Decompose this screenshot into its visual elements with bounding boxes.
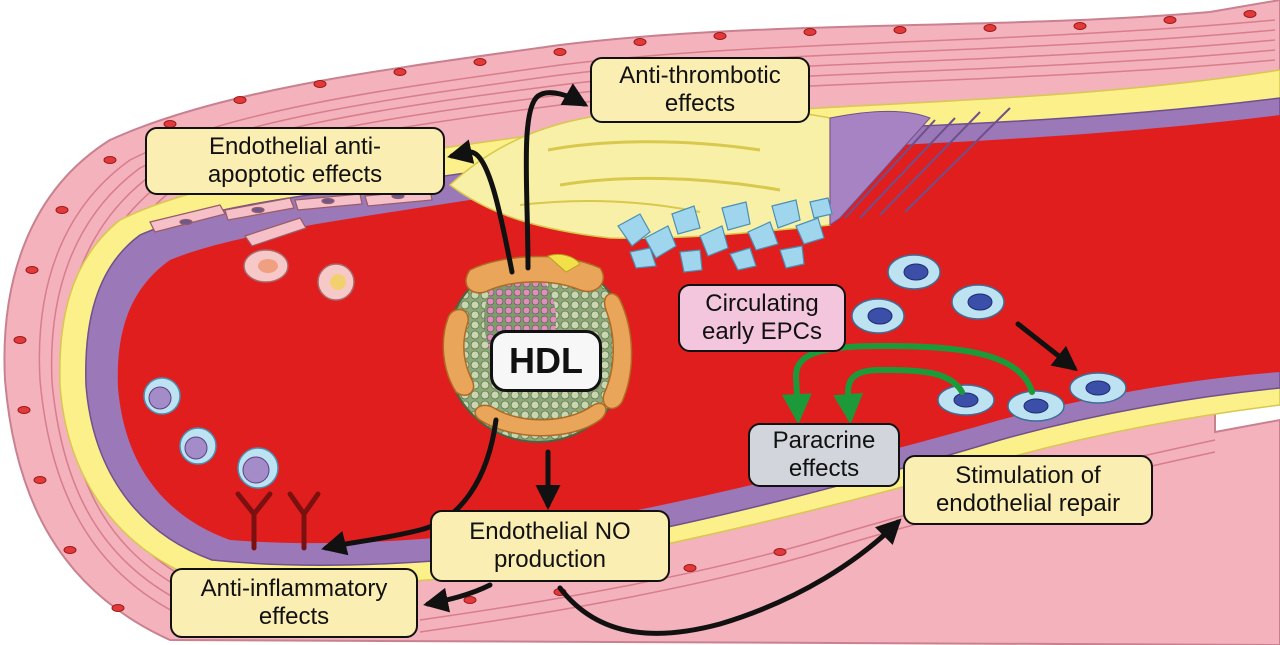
arrow-to-anti-thrombotic <box>523 83 589 271</box>
green-arrow-inner <box>833 366 965 424</box>
label-anti-inflammatory: Anti-inflammatory effects <box>170 568 418 638</box>
paracrine-arrows <box>781 342 1035 424</box>
effect-arrows <box>321 83 1078 636</box>
green-arrow-outer <box>781 342 1035 424</box>
label-paracrine: Paracrine effects <box>748 423 900 487</box>
label-anti-inflammatory-line2: effects <box>258 603 330 630</box>
platelet-aggregate-icon <box>617 197 833 273</box>
label-anti-apoptotic-line1: Endothelial anti- <box>208 133 382 160</box>
arrow-epc-to-endothelium <box>1015 321 1078 372</box>
label-anti-apoptotic-line2: apoptotic effects <box>207 161 383 188</box>
hdl-label: HDL <box>490 330 602 392</box>
red-blood-cell-icon <box>243 249 355 301</box>
arrow-to-endothelial-repair <box>557 518 902 636</box>
label-paracrine-line1: Paracrine <box>772 427 876 454</box>
label-endothelial-repair-line2: endothelial repair <box>935 490 1121 517</box>
label-endothelial-repair-line1: Stimulation of <box>955 462 1101 489</box>
label-anti-inflammatory-line1: Anti-inflammatory <box>200 575 388 602</box>
arrow-to-anti-inflammatory-from-no <box>423 582 493 613</box>
arrow-to-anti-inflammatory-from-hdl <box>321 417 499 556</box>
adhesion-receptor-icon <box>235 491 321 551</box>
label-paracrine-line2: effects <box>788 455 860 482</box>
endothelial-cells <box>149 189 433 247</box>
label-circulating-epcs-line2: early EPCs <box>701 318 823 345</box>
label-circulating-epcs-line1: Circulating <box>705 290 819 317</box>
wall-nuclei <box>13 10 1257 612</box>
label-endothelial-repair: Stimulation of endothelial repair <box>903 455 1153 525</box>
label-anti-apoptotic: Endothelial anti- apoptotic effects <box>145 127 445 195</box>
label-anti-thrombotic: Anti-thrombotic effects <box>590 57 810 123</box>
label-no-production-line1: Endothelial NO <box>469 518 631 545</box>
label-anti-thrombotic-line1: Anti-thrombotic <box>619 62 781 89</box>
endothelial-progenitor-cell-icon <box>851 254 1127 422</box>
label-circulating-epcs: Circulating early EPCs <box>678 284 846 352</box>
monocyte-icon <box>143 377 279 489</box>
label-no-production-line2: production <box>493 546 607 573</box>
arrow-to-anti-apoptotic <box>447 139 515 275</box>
label-no-production: Endothelial NO production <box>430 510 670 582</box>
label-anti-thrombotic-line2: effects <box>664 90 736 117</box>
